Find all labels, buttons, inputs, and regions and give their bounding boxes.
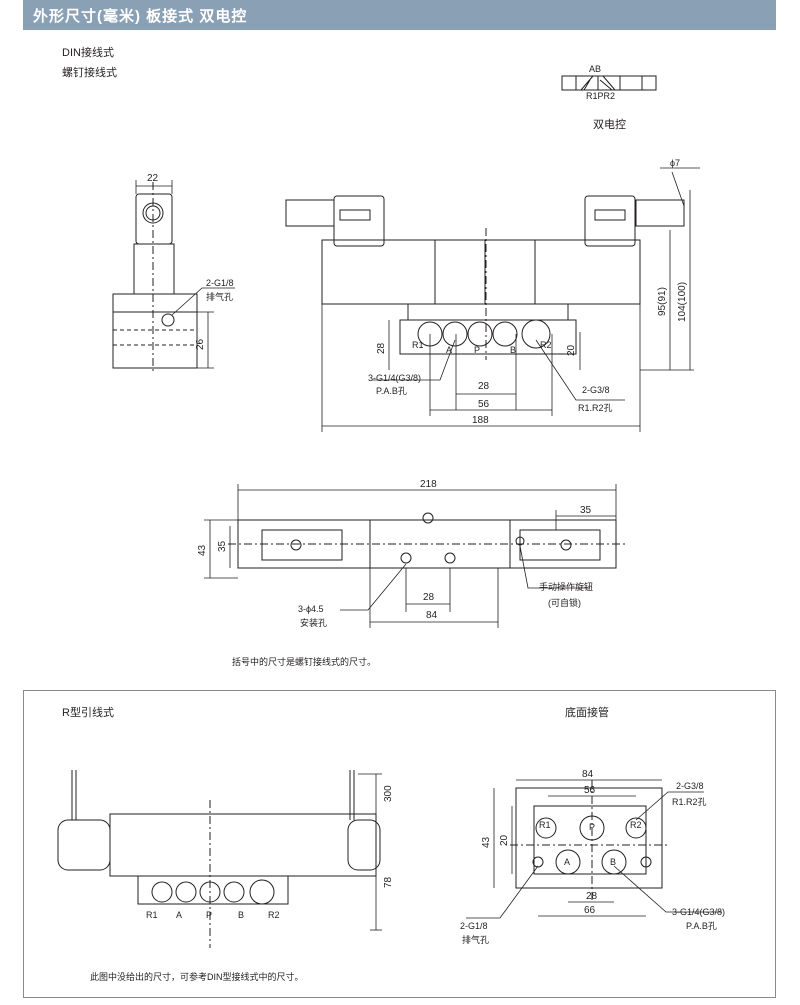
front-h28: 28 [376, 342, 387, 354]
top-h35: 35 [217, 540, 228, 552]
bottom-port-a: A [564, 857, 571, 867]
top-w28: 28 [423, 592, 435, 603]
bottom-w28: 28 [586, 891, 598, 902]
note-brackets: 括号中的尺寸是螺钉接线式的尺寸。 [232, 657, 377, 667]
bottom-port-p: P [589, 822, 596, 832]
front-phi7: ϕ7 [670, 158, 681, 168]
side-view-dims [136, 180, 235, 368]
front-port-r2: R2 [540, 340, 552, 350]
bottom-g18: 2-G1/8 [460, 921, 488, 931]
top-w35: 35 [580, 505, 592, 516]
front-w56: 56 [478, 399, 490, 410]
note-reference: 此图中没给出的尺寸，可参考DIN型接线式中的尺寸。 [90, 972, 304, 982]
side-g18: 2-G1/8 [206, 278, 234, 288]
valve-symbol [562, 76, 656, 90]
front-view-dims [322, 168, 700, 432]
r-type-h78: 78 [383, 876, 394, 888]
bottom-port-r1: R1 [539, 820, 551, 830]
bottom-g14: 3-G1/4(G3/8) [672, 907, 726, 917]
bottom-w56: 56 [584, 785, 596, 796]
bottom-pab: P.A.B孔 [686, 921, 717, 931]
bottom-h20: 20 [499, 834, 510, 846]
front-g14: 3-G1/4(G3/8) [368, 373, 422, 383]
top-view-dims [204, 484, 616, 628]
bottom-h43: 43 [481, 836, 492, 848]
front-w28: 28 [478, 381, 490, 392]
symbol-ab: AB [589, 64, 602, 74]
r-port-r2: R2 [268, 910, 280, 920]
front-port-r1: R1 [412, 340, 424, 350]
bottom-view-dims [466, 780, 722, 918]
bottom-g38: 2-G3/8 [676, 781, 704, 791]
front-pab: P.A.B孔 [376, 386, 407, 396]
symbol-caption: 双电控 [593, 119, 626, 131]
front-h20: 20 [566, 344, 577, 356]
lower-panel [23, 690, 776, 998]
front-port-a: A [446, 345, 453, 355]
page-title: 外形尺寸(毫米) 板接式 双电控 [33, 8, 248, 25]
top-manual: 手动操作旋钮 [539, 582, 594, 592]
r-type-title: R型引线式 [62, 707, 114, 719]
bottom-w66: 66 [584, 905, 596, 916]
top-lock: (可自锁) [548, 598, 581, 608]
top-view-outline [228, 513, 626, 568]
r-port-a: A [176, 910, 183, 920]
top-w84: 84 [426, 610, 438, 621]
front-h95: 95(91) [657, 287, 668, 316]
side-view-outline [113, 182, 197, 372]
r-type-outline [58, 770, 380, 948]
bottom-exhaust: 排气孔 [462, 935, 490, 945]
top-w218: 218 [420, 479, 437, 490]
r-type-dims [358, 774, 382, 930]
side-h26: 26 [195, 338, 206, 350]
top-mount: 安装孔 [300, 618, 328, 628]
front-port-p: P [474, 345, 481, 355]
screw-label: 螺钉接线式 [62, 67, 117, 79]
bottom-view-outline [510, 780, 670, 900]
bottom-w84: 84 [582, 769, 594, 780]
bottom-title: 底面接管 [565, 707, 609, 719]
front-view-outline [286, 196, 684, 360]
bottom-r1r2: R1.R2孔 [672, 797, 707, 807]
r-port-b: B [238, 910, 245, 920]
symbol-r1pr2: R1PR2 [586, 91, 616, 101]
bottom-port-b: B [610, 857, 617, 867]
top-phi45: 3-ϕ4.5 [298, 604, 324, 614]
side-w22: 22 [147, 173, 159, 184]
side-exhaust: 排气孔 [206, 292, 234, 302]
front-g38: 2-G3/8 [582, 385, 610, 395]
din-label: DIN接线式 [62, 47, 114, 59]
header-bar [23, 0, 776, 30]
top-h43: 43 [197, 544, 208, 556]
front-h104: 104(100) [677, 281, 688, 322]
r-port-r1: R1 [146, 910, 158, 920]
bottom-port-r2: R2 [630, 820, 642, 830]
r-port-p: P [206, 910, 213, 920]
front-w188: 188 [472, 415, 489, 426]
front-r1r2: R1.R2孔 [578, 403, 613, 413]
front-port-b: B [510, 345, 517, 355]
r-type-h300: 300 [383, 785, 394, 802]
